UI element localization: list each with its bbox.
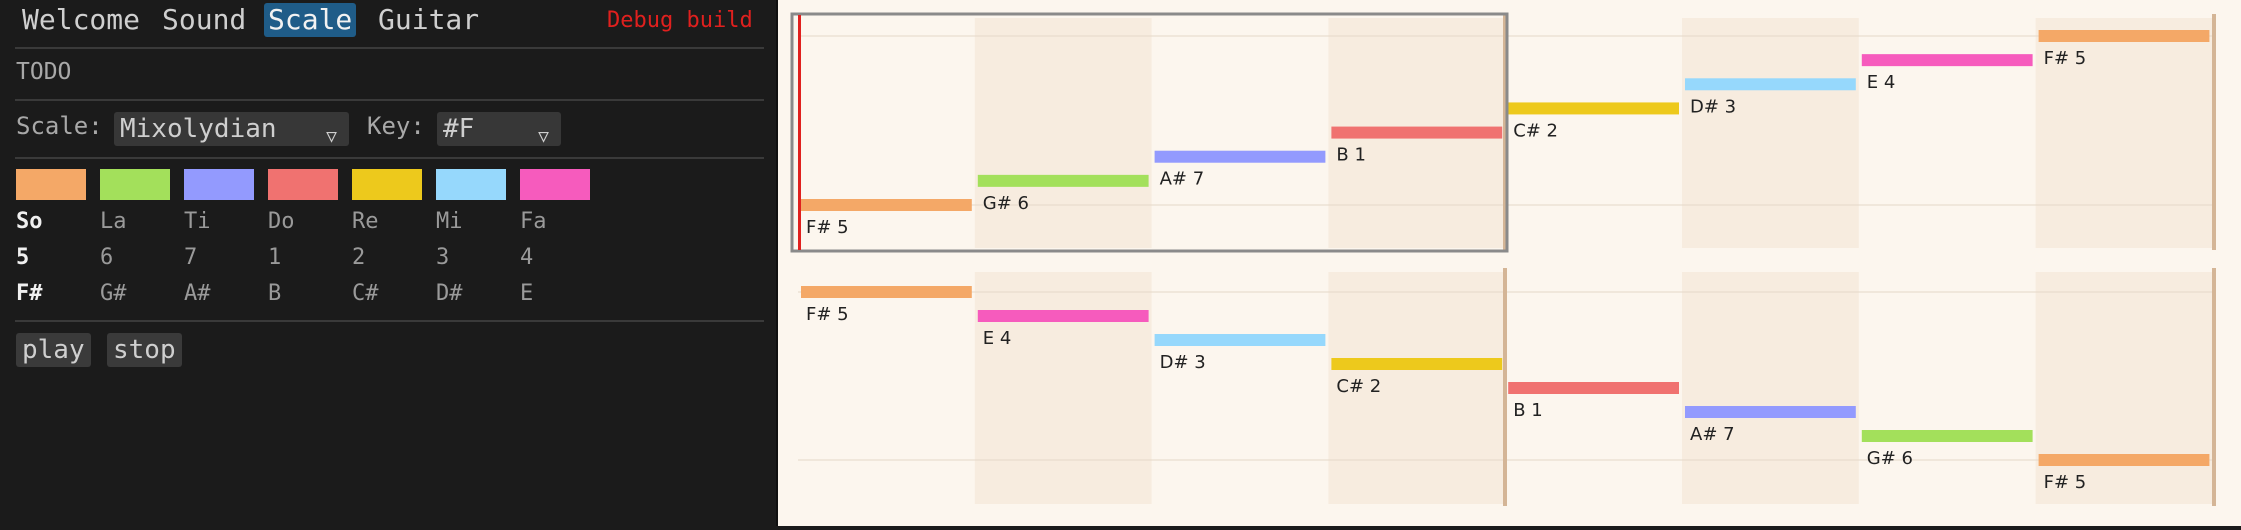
degree-note: C# [352,281,379,306]
note-bar [801,286,972,298]
degree-number: 2 [352,245,366,270]
column-band [2035,272,2213,504]
note-bar [2038,30,2210,42]
note-bar [1508,382,1679,394]
scale-label: Scale: [16,112,103,140]
degree-number: 5 [16,245,30,270]
color-swatch [520,169,590,200]
note-bar [1508,102,1679,115]
tab-sound[interactable]: Sound [162,3,247,36]
degree-solfege: So [16,209,43,234]
note-label: C# 2 [1513,120,1558,141]
degree-solfege: Re [352,209,379,234]
note-bar [2038,454,2210,466]
note-label: G# 6 [983,193,1029,214]
divider [15,320,764,322]
divider [15,47,764,49]
scale-panel: Welcome Sound Scale Guitar Debug build T… [0,0,778,526]
note-label: C# 2 [1336,376,1381,397]
note-label: E 4 [1867,72,1896,93]
degree-note: E [520,281,534,306]
note-label: B 1 [1513,400,1543,421]
scale-visualization-svg: F# 5 G# 6 A# 7 B 1 C# 2 D# 3 E 4 F# 5 F# 5 E 4 D# … [790,12,2216,506]
note-bar [1154,150,1326,163]
note-label: G# 6 [1867,448,1913,469]
note-label: E 4 [983,328,1012,349]
color-swatch [16,169,86,200]
tab-guitar[interactable]: Guitar [378,3,480,36]
degree-note: F# [16,281,43,306]
column-band [974,18,1152,248]
note-bar [977,174,1149,187]
column-band [974,272,1152,504]
color-swatch [100,169,170,200]
scale-select[interactable]: Mixolydian ▽ [114,112,349,147]
note-bar [1861,430,2033,442]
degree-solfege: Fa [520,209,547,234]
degree-number: 6 [100,245,114,270]
note-label: F# 5 [806,304,849,325]
divider [15,157,764,159]
note-label: F# 5 [806,217,849,238]
note-label: F# 5 [2044,48,2087,69]
note-bar [1685,78,1856,91]
measure-line [2212,268,2216,506]
column-band [2035,18,2213,248]
playhead-cursor [798,15,801,250]
color-swatch [436,169,506,200]
note-bar [1154,334,1326,346]
todo-text: TODO [16,59,72,85]
key-select[interactable]: #F ▽ [437,112,561,147]
scale-visualization: F# 5 G# 6 A# 7 B 1 C# 2 D# 3 E 4 F# 5 F# 5 E 4 D# … [778,0,2241,526]
measure-line [1503,14,1507,250]
playback-window [790,12,1509,253]
stop-button[interactable]: stop [107,333,182,367]
note-bar [1331,126,1503,139]
degree-note: B [268,281,282,306]
color-swatch [184,169,254,200]
degree-number: 4 [520,245,534,270]
note-bar [977,310,1149,322]
tab-welcome[interactable]: Welcome [22,3,141,36]
column-band [1682,18,1859,248]
key-label: Key: [367,112,425,140]
note-bar [801,199,972,211]
color-swatch [352,169,422,200]
degree-note: D# [436,281,463,306]
key-select-value: #F [443,114,475,144]
column-band [1682,272,1859,504]
degree-solfege: La [100,209,127,234]
note-bar [1685,406,1856,418]
note-label: F# 5 [2044,472,2087,493]
note-label: D# 3 [1690,96,1736,117]
play-button[interactable]: play [16,333,91,367]
note-label: D# 3 [1160,352,1206,373]
measure-line [1503,268,1507,506]
divider [15,99,764,101]
degree-note: A# [184,281,211,306]
note-label: A# 7 [1690,424,1735,445]
degree-number: 1 [268,245,282,270]
note-bar [1861,54,2033,67]
degree-number: 7 [184,245,198,270]
chevron-down-icon: ▽ [538,126,549,147]
degree-note: G# [100,281,127,306]
measure-line [2212,14,2216,250]
degree-solfege: Mi [436,209,463,234]
degree-solfege: Ti [184,209,211,234]
degree-number: 3 [436,245,450,270]
note-bar [1331,358,1503,370]
scale-select-value: Mixolydian [120,114,277,144]
color-swatch [268,169,338,200]
tab-scale[interactable]: Scale [264,3,357,37]
degree-solfege: Do [268,209,295,234]
note-label: A# 7 [1160,169,1205,190]
debug-build-label: Debug build [607,8,753,33]
chevron-down-icon: ▽ [326,126,337,147]
note-label: B 1 [1336,145,1366,166]
column-band [1328,272,1506,504]
